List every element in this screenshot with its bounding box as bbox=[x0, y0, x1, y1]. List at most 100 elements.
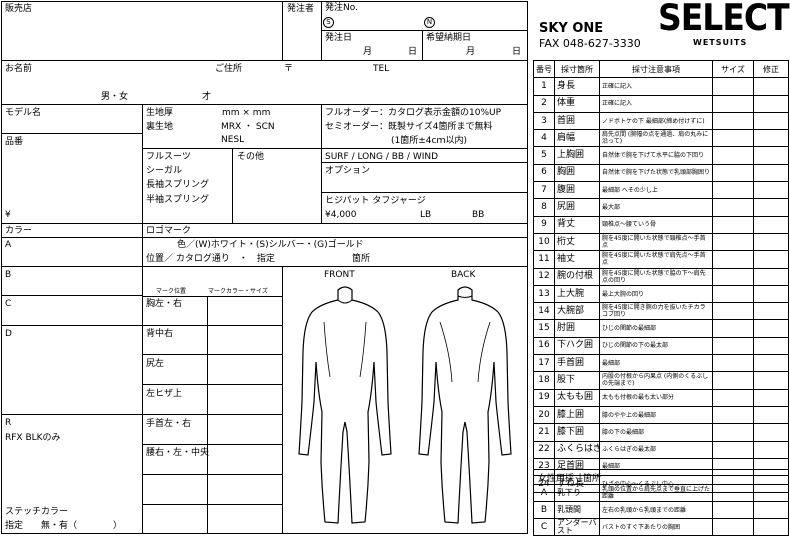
measure-part: 首囲 bbox=[554, 111, 600, 131]
measure-size-input[interactable] bbox=[712, 215, 754, 234]
measure-size-input[interactable] bbox=[712, 94, 754, 113]
female-measure-size-input[interactable] bbox=[712, 484, 754, 502]
measure-size-input[interactable] bbox=[712, 111, 754, 131]
female-measure-fix-input[interactable] bbox=[753, 518, 789, 536]
measure-size-input[interactable] bbox=[712, 405, 754, 425]
measure-no: 20 bbox=[533, 405, 555, 425]
measure-fix-input[interactable] bbox=[753, 215, 789, 234]
measure-fix-input[interactable] bbox=[753, 77, 789, 96]
measure-no: 21 bbox=[533, 423, 555, 442]
measure-size-input[interactable] bbox=[712, 250, 754, 269]
measure-size-input[interactable] bbox=[712, 198, 754, 217]
measure-size-input[interactable] bbox=[712, 146, 754, 165]
female-measure-no: C bbox=[533, 518, 555, 536]
measure-fix-input[interactable] bbox=[753, 440, 789, 459]
measure-fix-input[interactable] bbox=[753, 129, 789, 148]
measure-fix-input[interactable] bbox=[753, 232, 789, 252]
measure-size-input[interactable] bbox=[712, 232, 754, 252]
elbow-bb[interactable]: BB bbox=[472, 210, 485, 220]
measure-fix-input[interactable] bbox=[753, 198, 789, 217]
measure-no: 17 bbox=[533, 354, 555, 373]
measure-fix-input[interactable] bbox=[753, 354, 789, 373]
measure-size-input[interactable] bbox=[712, 129, 754, 148]
measure-part: ふくらはぎ bbox=[554, 440, 600, 459]
measure-fix-input[interactable] bbox=[753, 302, 789, 321]
measure-part: 肘囲 bbox=[554, 319, 600, 338]
measure-fix-input[interactable] bbox=[753, 284, 789, 304]
type-short-spring[interactable]: 半袖スプリング bbox=[146, 195, 210, 205]
mark-wrist: 手首左・右 bbox=[146, 419, 192, 429]
lining-option-nesl[interactable]: NESL bbox=[221, 135, 245, 145]
female-measure-fix-input[interactable] bbox=[753, 501, 789, 519]
style-options[interactable]: SURF / LONG / BB / WIND bbox=[325, 152, 439, 162]
logo-mark-label: ロゴマーク bbox=[146, 226, 192, 236]
measure-fix-input[interactable] bbox=[753, 146, 789, 165]
female-measure-size-input[interactable] bbox=[712, 518, 754, 536]
measure-size-input[interactable] bbox=[712, 440, 754, 459]
type-full-suit[interactable]: フルスーツ bbox=[146, 152, 191, 162]
measure-fix-input[interactable] bbox=[753, 111, 789, 131]
measure-size-input[interactable] bbox=[712, 163, 754, 183]
measure-fix-input[interactable] bbox=[753, 405, 789, 425]
full-order-note: フルオーダー：カタログ表示金額の10%UP bbox=[325, 108, 502, 118]
measure-part: 手首囲 bbox=[554, 354, 600, 373]
female-measure-fix-input[interactable] bbox=[753, 484, 789, 502]
measure-part: 大腕部 bbox=[554, 302, 600, 321]
measure-size-input[interactable] bbox=[712, 457, 754, 477]
measure-size-input[interactable] bbox=[712, 77, 754, 96]
yen-mark: ¥ bbox=[5, 210, 11, 220]
measure-size-input[interactable] bbox=[712, 181, 754, 200]
type-seagull[interactable]: シーガル bbox=[146, 166, 183, 176]
lining-options[interactable]: MRX ・ SCN bbox=[221, 122, 275, 132]
measure-note: 最細部 bbox=[599, 457, 713, 477]
logo-position[interactable]: 位置／ カタログ通り ・ 指定 bbox=[146, 254, 275, 264]
measure-fix-input[interactable] bbox=[753, 457, 789, 477]
measure-fix-input[interactable] bbox=[753, 388, 789, 407]
measure-size-input[interactable] bbox=[712, 371, 754, 390]
shop-field[interactable] bbox=[3, 16, 279, 58]
female-measure-no: A bbox=[533, 484, 555, 502]
measure-fix-input[interactable] bbox=[753, 336, 789, 356]
measure-note: 内股の付根から内果点 (内側のくるぶしの先端まで) bbox=[599, 371, 713, 390]
measure-size-input[interactable] bbox=[712, 267, 754, 286]
other-label: その他 bbox=[237, 152, 265, 162]
measure-no: 8 bbox=[533, 198, 555, 217]
measure-size-input[interactable] bbox=[712, 388, 754, 407]
elbow-lb[interactable]: LB bbox=[420, 210, 432, 220]
gender-options[interactable]: 男・女 bbox=[101, 92, 129, 102]
measure-size-input[interactable] bbox=[712, 284, 754, 304]
measure-fix-input[interactable] bbox=[753, 267, 789, 286]
female-measure-size-input[interactable] bbox=[712, 501, 754, 519]
measure-fix-input[interactable] bbox=[753, 181, 789, 200]
measure-size-input[interactable] bbox=[712, 354, 754, 373]
type-long-spring[interactable]: 長袖スプリング bbox=[146, 180, 210, 190]
logo-color-options[interactable]: 色／(W)ホワイト・(S)シルバー・(G)ゴールド bbox=[177, 240, 364, 250]
measure-no: 19 bbox=[533, 388, 555, 407]
measure-size-input[interactable] bbox=[712, 336, 754, 356]
measure-fix-input[interactable] bbox=[753, 319, 789, 338]
order-date-month: 月 bbox=[363, 47, 373, 57]
thickness-units: mm × mm bbox=[222, 108, 271, 118]
tel-label: TEL bbox=[373, 64, 390, 74]
female-measure-part: 乳頭間 bbox=[554, 501, 600, 519]
measure-fix-input[interactable] bbox=[753, 423, 789, 442]
stitch-spec[interactable]: 指定 無・有（ ） bbox=[5, 521, 123, 531]
measure-no: 11 bbox=[533, 250, 555, 269]
measure-part: 腹囲 bbox=[554, 181, 600, 200]
measure-fix-input[interactable] bbox=[753, 94, 789, 113]
measure-fix-input[interactable] bbox=[753, 163, 789, 183]
measure-size-input[interactable] bbox=[712, 423, 754, 442]
measure-fix-input[interactable] bbox=[753, 371, 789, 390]
measure-fix-input[interactable] bbox=[753, 250, 789, 269]
measure-size-input[interactable] bbox=[712, 319, 754, 338]
product-no-label: 品番 bbox=[5, 137, 24, 147]
delivery-date-month: 月 bbox=[466, 47, 476, 57]
measure-no: 12 bbox=[533, 267, 555, 286]
measure-part: 肩幅 bbox=[554, 129, 600, 148]
measure-size-input[interactable] bbox=[712, 302, 754, 321]
